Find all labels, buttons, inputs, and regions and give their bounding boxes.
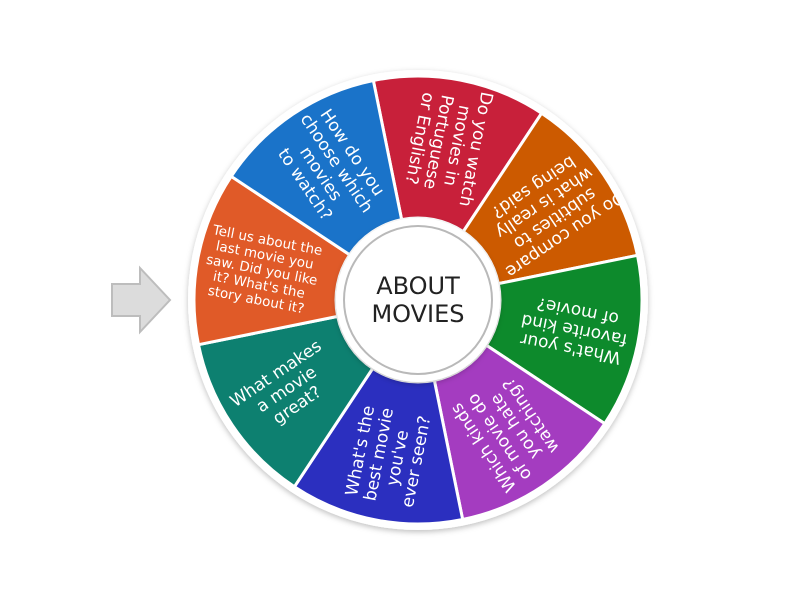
wheel-hub[interactable]: ABOUT MOVIES <box>336 218 500 382</box>
wheel-segment-5[interactable] <box>292 366 465 526</box>
pointer-arrow-icon <box>111 265 172 335</box>
hub-title-line-1: ABOUT <box>376 272 460 300</box>
wheel-segment-7[interactable] <box>192 174 352 347</box>
wheel-segment-8[interactable] <box>229 78 404 257</box>
wheel-segment-4[interactable] <box>432 343 607 522</box>
wheel-segment-2[interactable] <box>461 111 640 286</box>
hub-ring <box>343 225 493 375</box>
wheel-segment-1[interactable] <box>371 74 544 234</box>
hub-title-line-2: MOVIES <box>371 300 464 328</box>
wheel-segment-3[interactable] <box>484 253 644 426</box>
wheel-segment-6[interactable] <box>196 314 375 489</box>
